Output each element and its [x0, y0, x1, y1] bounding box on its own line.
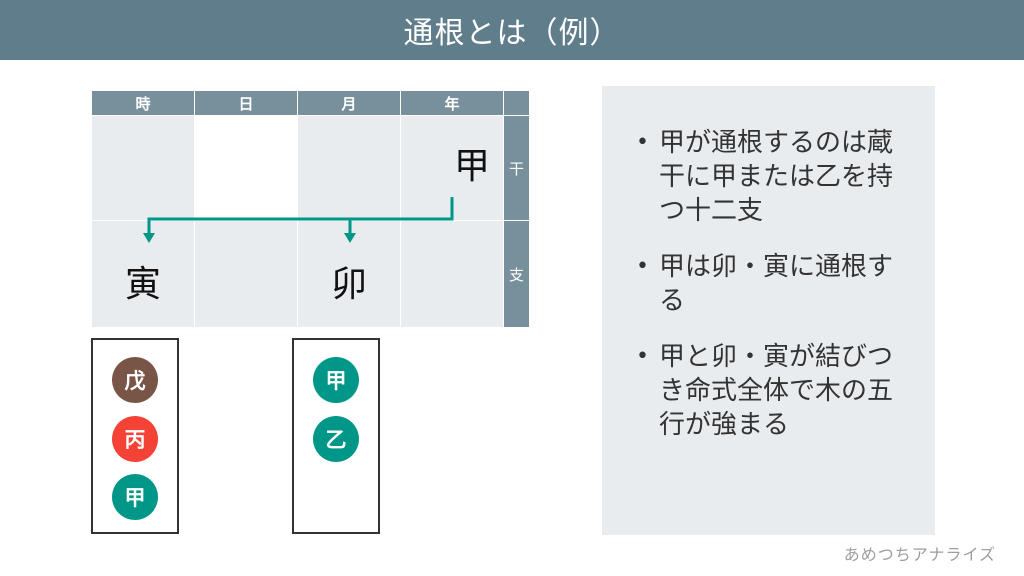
explanation-panel: 甲が通根するのは蔵干に甲または乙を持つ十二支 甲は卯・寅に通根する 甲と卯・寅が… — [602, 86, 935, 535]
page-title: 通根とは（例） — [403, 16, 621, 51]
hidden-stem-yi: 乙 — [313, 416, 359, 462]
header-hour: 時 — [92, 91, 194, 115]
bullet-item: 甲が通根するのは蔵干に甲または乙を持つ十二支 — [636, 126, 912, 228]
header-month: 月 — [298, 91, 400, 115]
header-day: 日 — [195, 91, 297, 115]
branch-year — [401, 221, 503, 327]
hidden-stems-month: 甲 乙 — [292, 338, 380, 534]
hidden-stem-bing: 丙 — [112, 416, 158, 462]
stem-year: 甲 — [401, 116, 503, 220]
title-bar: 通根とは（例） — [0, 0, 1024, 60]
row-label-stem: 干 — [504, 116, 529, 220]
header-corner — [504, 91, 529, 115]
hidden-stem-jia: 甲 — [313, 357, 359, 403]
branch-month: 卯 — [298, 221, 400, 327]
bullet-list: 甲が通根するのは蔵干に甲または乙を持つ十二支 甲は卯・寅に通根する 甲と卯・寅が… — [636, 126, 912, 464]
hidden-stem-jia: 甲 — [112, 474, 158, 520]
bullet-item: 甲と卯・寅が結びつき命式全体で木の五行が強まる — [636, 340, 912, 442]
stem-hour — [92, 116, 194, 220]
hidden-stems-hour: 戊 丙 甲 — [91, 338, 179, 534]
branch-hour: 寅 — [92, 221, 194, 327]
stem-day — [195, 116, 297, 220]
stem-month — [298, 116, 400, 220]
hidden-stem-wu: 戊 — [112, 357, 158, 403]
header-year: 年 — [401, 91, 503, 115]
bullet-item: 甲は卯・寅に通根する — [636, 250, 912, 318]
row-label-branch: 支 — [504, 221, 529, 327]
footer-brand: あめつちアナライズ — [843, 545, 996, 564]
pillars-table: 時 日 月 年 甲 干 寅 卯 支 — [92, 91, 529, 327]
branch-day — [195, 221, 297, 327]
